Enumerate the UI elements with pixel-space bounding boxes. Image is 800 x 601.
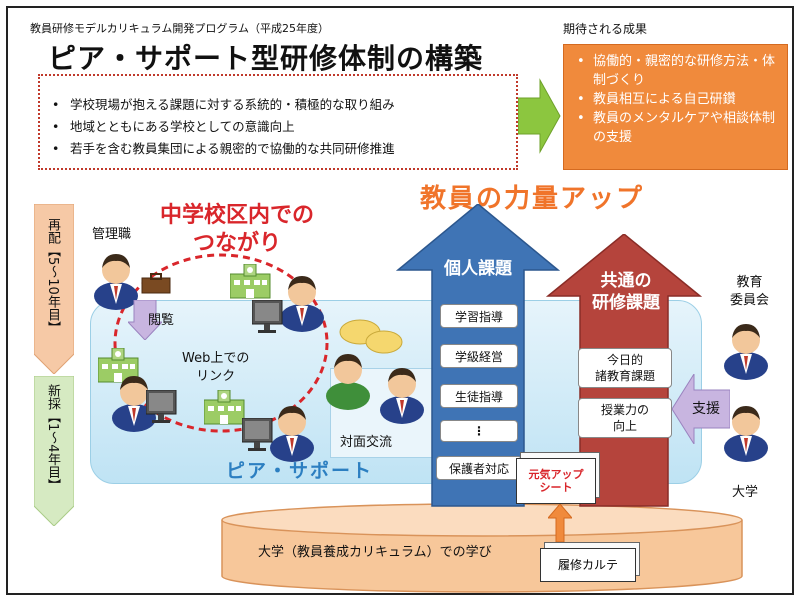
school-icon xyxy=(204,390,245,425)
common-card-line2: 諸教育課題 xyxy=(594,369,655,383)
teacher-person-icon xyxy=(270,406,314,462)
individual-card: 生徒指導 xyxy=(440,384,518,408)
title-dotted-box xyxy=(38,74,518,170)
teacher-person-icon xyxy=(280,276,324,332)
peer-support-label: ピア・サポート xyxy=(226,460,374,482)
genki-sheet-line1: 元気アップ xyxy=(528,468,584,481)
outcome-item: 教員相互による自己研鑽 xyxy=(573,90,783,109)
common-card: 授業力の 向上 xyxy=(578,398,672,438)
manager-label: 管理職 xyxy=(92,227,132,242)
program-name: 教員研修モデルカリキュラム開発プログラム（平成25年度） xyxy=(30,22,330,35)
outcome-item: 教員のメンタルケアや相談体制の支援 xyxy=(573,109,783,147)
goal-bullets: 学校現場が抱える課題に対する系統的・積極的な取り組み 地域とともにある学校として… xyxy=(48,94,395,160)
diagram-frame: 教員研修モデルカリキュラム開発プログラム（平成25年度） ピア・サポート型研修体… xyxy=(6,6,794,595)
outcomes-label: 期待される成果 xyxy=(563,22,648,36)
speech-bubble-icon xyxy=(339,319,403,354)
outcomes-list: 協働的・親密的な研修方法・体制づくり 教員相互による自己研鑽 教員のメンタルケア… xyxy=(573,52,783,147)
genki-sheet-line2: シート xyxy=(539,481,573,494)
computer-icon xyxy=(146,390,177,424)
board-line1: 教育 xyxy=(736,275,763,290)
reassign-label: 再配【5～10年目】 xyxy=(45,218,60,334)
newhire-band: 新採【1～4年目】 xyxy=(34,376,74,526)
university-label: 大学 xyxy=(732,485,759,500)
common-title: 共通の 研修課題 xyxy=(576,270,676,314)
individual-card: 学習指導 xyxy=(440,304,518,328)
board-person-icon xyxy=(724,324,768,380)
foundation-label: 大学（教員養成カリキュラム）での学び xyxy=(258,545,492,560)
common-card-line1: 今日的 xyxy=(606,353,643,367)
individual-card: 保護者対応 xyxy=(436,456,522,480)
support-arrow-icon xyxy=(672,374,730,444)
tsunagari-line1: 中学校区内での xyxy=(160,203,315,228)
up-arrow-icon xyxy=(548,504,572,542)
goal-bullet: 地域とともにある学校としての意識向上 xyxy=(48,116,395,138)
face-to-face-label: 対面交流 xyxy=(340,435,393,450)
web-link-line1: Web上での xyxy=(182,351,250,366)
common-card: 今日的 諸教育課題 xyxy=(578,348,672,388)
web-link-line2: リンク xyxy=(196,369,236,384)
computer-icon xyxy=(252,300,283,334)
computer-icon xyxy=(242,418,273,452)
teacher-person-icon xyxy=(326,354,370,410)
outcome-item: 協働的・親密的な研修方法・体制づくり xyxy=(573,52,783,90)
common-card-line2: 向上 xyxy=(612,419,637,433)
school-icon xyxy=(230,264,271,299)
green-arrow-icon xyxy=(518,78,561,154)
tsunagari-line2: つながり xyxy=(193,231,282,256)
individual-card-ellipsis: ⋮ xyxy=(440,420,518,442)
view-arrow-icon xyxy=(128,300,162,340)
support-label: 支援 xyxy=(692,401,720,417)
network-circle xyxy=(113,253,329,433)
common-card-line1: 授業力の xyxy=(600,403,649,417)
view-label: 閲覧 xyxy=(148,313,175,328)
individual-card: 学級経営 xyxy=(440,344,518,368)
karte-sheet: 履修カルテ xyxy=(540,548,636,582)
reassign-band: 再配【5～10年目】 xyxy=(34,204,74,374)
goal-bullet: 若手を含む教員集団による親密的で協働的な共同研修推進 xyxy=(48,138,395,160)
page-title: ピア・サポート型研修体制の構築 xyxy=(48,42,484,75)
goal-bullet: 学校現場が抱える課題に対する系統的・積極的な取り組み xyxy=(48,94,395,116)
board-label: 教育 委員会 xyxy=(730,274,769,310)
common-title-line1: 共通の xyxy=(600,271,652,291)
tsunagari-title: 中学校区内での つながり xyxy=(160,202,314,258)
power-up-title: 教員の力量アップ xyxy=(420,184,645,214)
newhire-label: 新採【1～4年目】 xyxy=(45,384,60,492)
briefcase-icon xyxy=(141,273,171,294)
web-link-label: Web上での リンク xyxy=(182,350,249,386)
board-line2: 委員会 xyxy=(730,293,770,308)
common-title-line2: 研修課題 xyxy=(592,293,660,313)
genki-up-sheet: 元気アップ シート xyxy=(516,458,596,504)
university-person-icon xyxy=(724,406,768,462)
individual-title: 個人課題 xyxy=(444,259,512,279)
